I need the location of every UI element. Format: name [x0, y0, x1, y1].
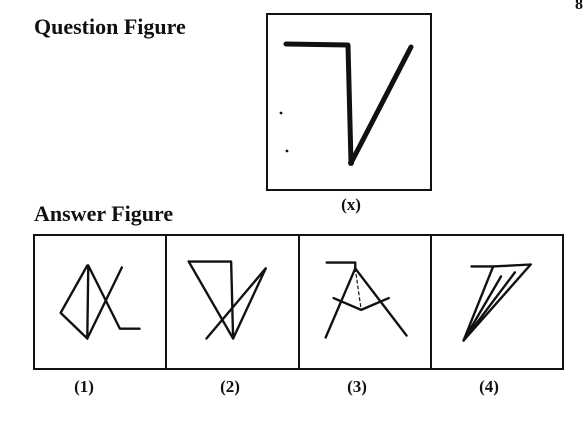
answer-figure-heading: Answer Figure [34, 201, 174, 226]
answer-option-4-drawing [462, 263, 532, 342]
question-figure-drawing [279, 41, 414, 166]
answer-option-2-drawing [187, 260, 268, 340]
answer-option-4-label: (4) [479, 377, 499, 396]
answer-option-3-drawing [323, 261, 408, 339]
answer-option-2[interactable] [165, 236, 297, 368]
answer-option-2-label: (2) [220, 377, 240, 396]
answer-option-1[interactable] [35, 236, 165, 368]
question-figure-heading: Question Figure [34, 14, 186, 39]
question-figure-box [266, 13, 432, 191]
answer-option-1-drawing [59, 264, 141, 340]
answer-option-1-label: (1) [74, 377, 94, 396]
answer-option-4[interactable] [429, 236, 562, 368]
answer-option-3-label: (3) [347, 377, 367, 396]
answer-figure-strip [33, 234, 564, 370]
corner-page-mark: 8 [575, 0, 583, 13]
question-figure-label: (x) [341, 195, 361, 214]
answer-option-3[interactable] [297, 236, 430, 368]
